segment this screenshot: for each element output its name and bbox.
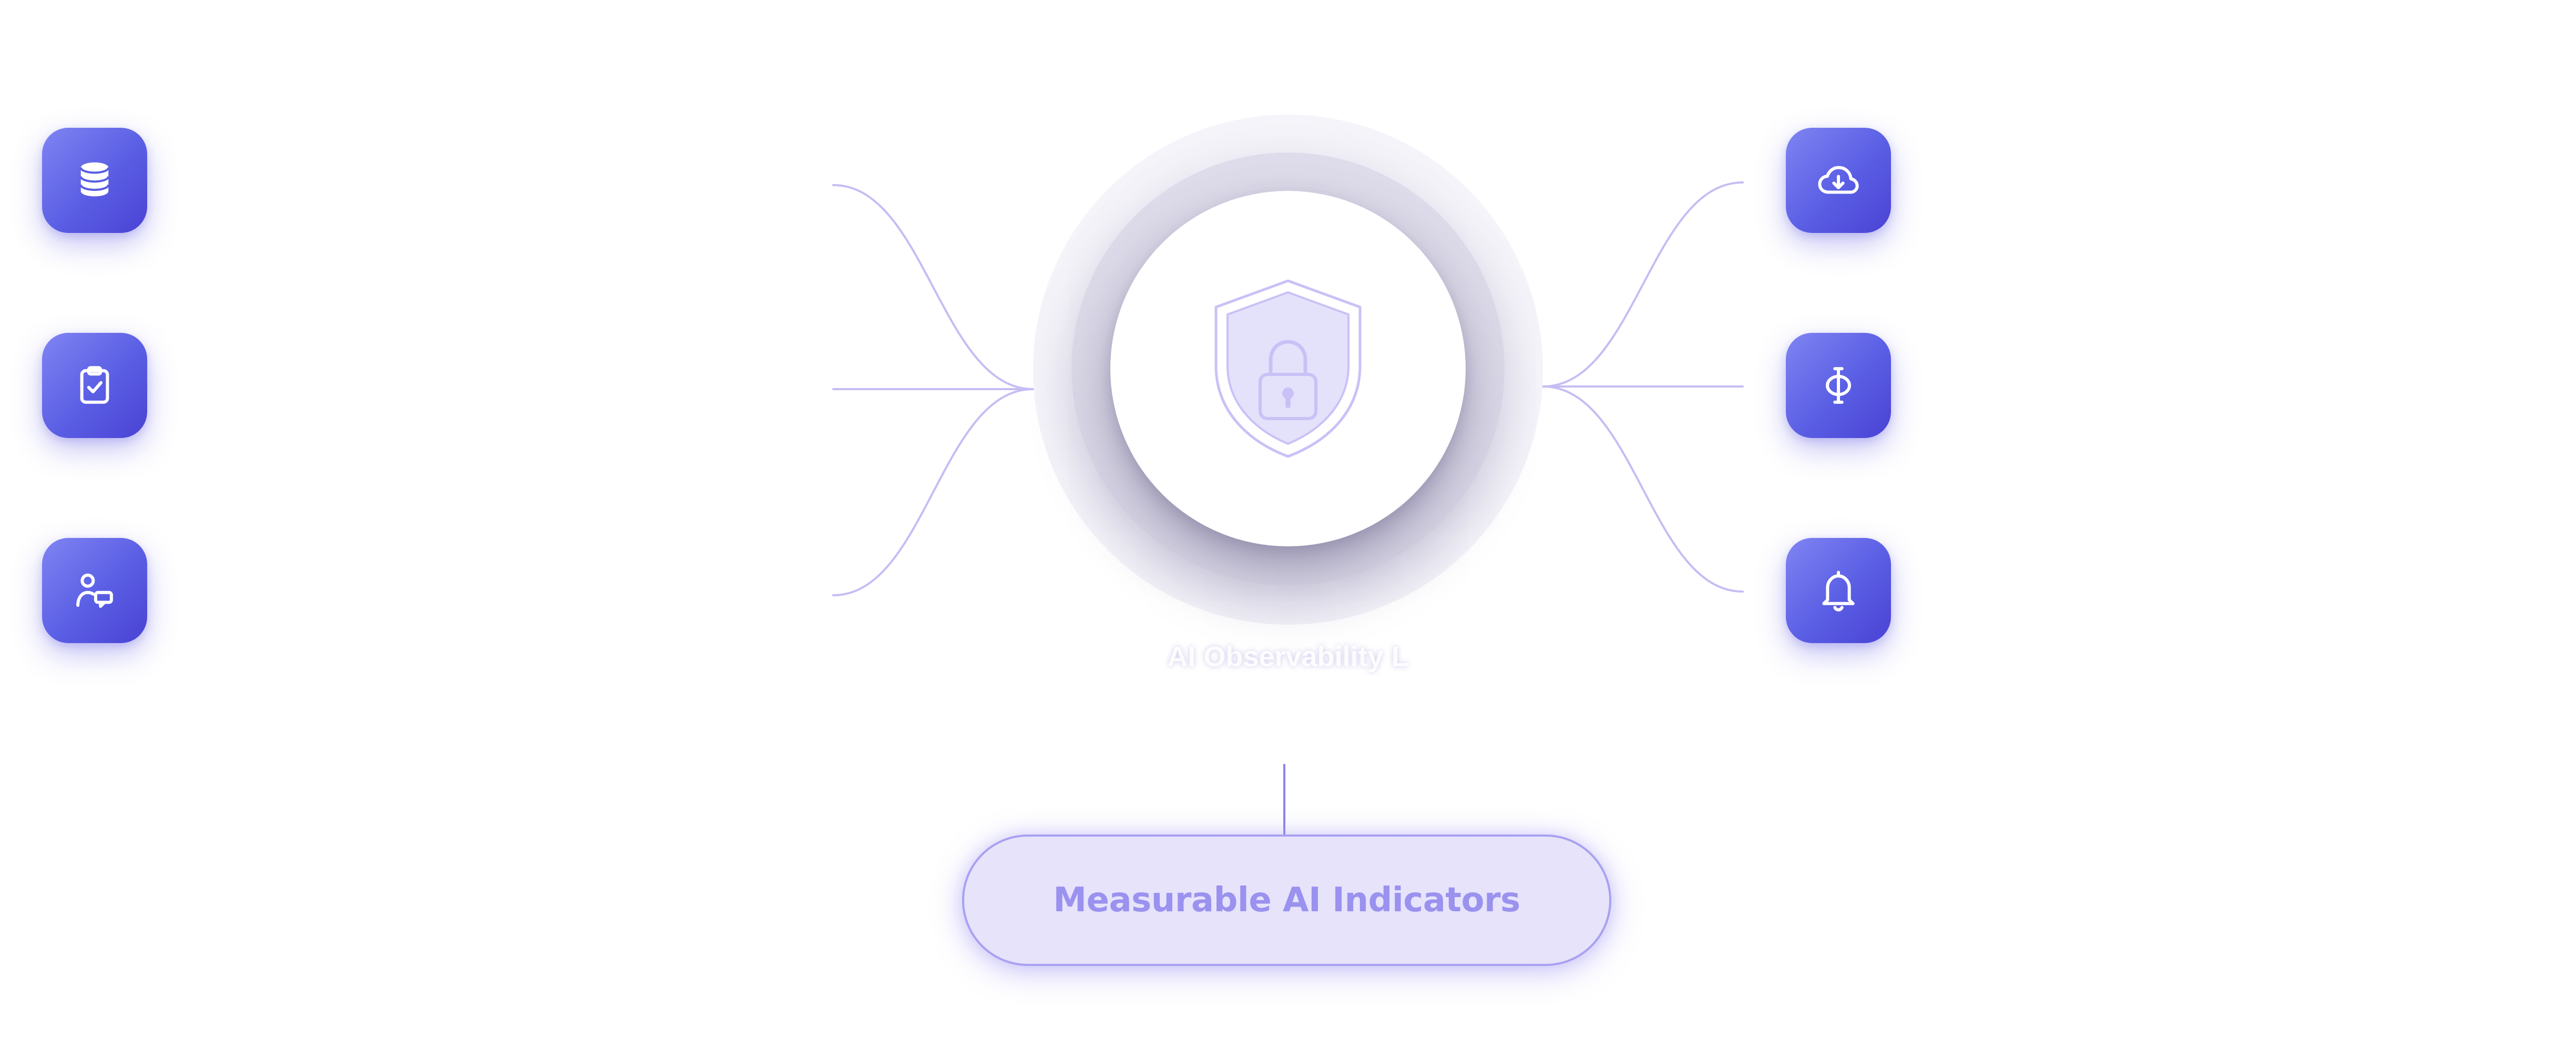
phi-tile[interactable]	[1786, 333, 1891, 438]
cloud-download-icon	[1815, 157, 1862, 204]
clipboard-check-icon	[71, 362, 118, 409]
phi-icon	[1815, 362, 1862, 409]
connector-right-bottom	[1542, 385, 1744, 593]
connector-left-bottom	[832, 388, 1034, 596]
database-tile[interactable]	[42, 128, 147, 233]
bell-tile[interactable]	[1786, 538, 1891, 643]
connector-left-top	[832, 184, 1034, 390]
shield-lock-icon	[1212, 277, 1364, 461]
bell-icon	[1815, 567, 1862, 614]
connector-right-top	[1542, 181, 1744, 388]
hub-label: AI Observability L	[1167, 641, 1409, 673]
measurable-indicators-pill[interactable]: Measurable AI Indicators	[962, 835, 1611, 966]
indicator-label: Measurable AI Indicators	[1053, 881, 1520, 920]
clipboard-tile[interactable]	[42, 333, 147, 438]
cloud-download-tile[interactable]	[1786, 128, 1891, 233]
person-chat-tile[interactable]	[42, 538, 147, 643]
person-chat-icon	[71, 567, 118, 614]
database-icon	[71, 157, 118, 204]
hub-core[interactable]	[1110, 191, 1466, 546]
